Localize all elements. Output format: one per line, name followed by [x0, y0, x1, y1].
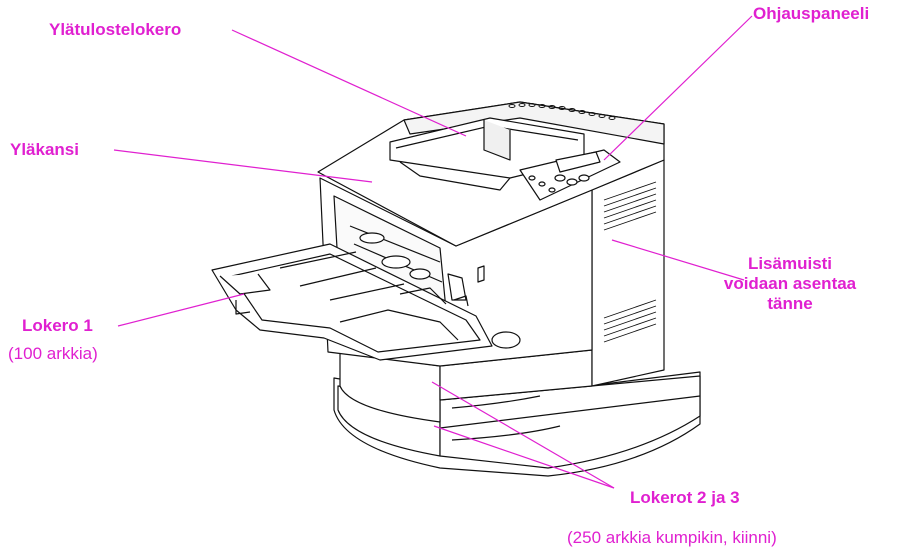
- leader-tray-2: [431, 381, 615, 489]
- leader-control-panel: [603, 15, 753, 161]
- tray-2-front: [339, 351, 441, 423]
- printer-illustration: [211, 101, 701, 477]
- label-memory: Lisämuisti voidaan asentaa tänne: [690, 254, 890, 314]
- label-output-bin: Ylätulostelokero: [49, 20, 182, 39]
- label-memory-line3: tänne: [767, 294, 813, 313]
- printer-right-side: [591, 159, 665, 387]
- tray-1: [211, 243, 493, 361]
- label-memory-line1: Lisämuisti: [747, 254, 833, 273]
- label-top-cover: Yläkansi: [10, 140, 79, 159]
- leader-lines: [113, 15, 753, 489]
- leader-memory: [611, 239, 745, 281]
- leader-top-cover: [113, 149, 373, 183]
- leader-tray-3: [433, 425, 615, 489]
- label-memory-line2: voidaan asentaa: [723, 274, 857, 293]
- leader-tray-1: [117, 293, 245, 327]
- label-trays-2-3-capacity: (250 arkkia kumpikin, kiinni): [567, 528, 777, 547]
- label-tray-1: Lokero 1: [22, 316, 93, 335]
- label-tray-1-capacity: (100 arkkia): [8, 344, 98, 363]
- side-vents: [603, 181, 657, 343]
- label-trays-2-3: Lokerot 2 ja 3: [630, 488, 740, 507]
- leader-output-bin: [231, 29, 467, 137]
- label-control-panel: Ohjauspaneeli: [753, 4, 870, 23]
